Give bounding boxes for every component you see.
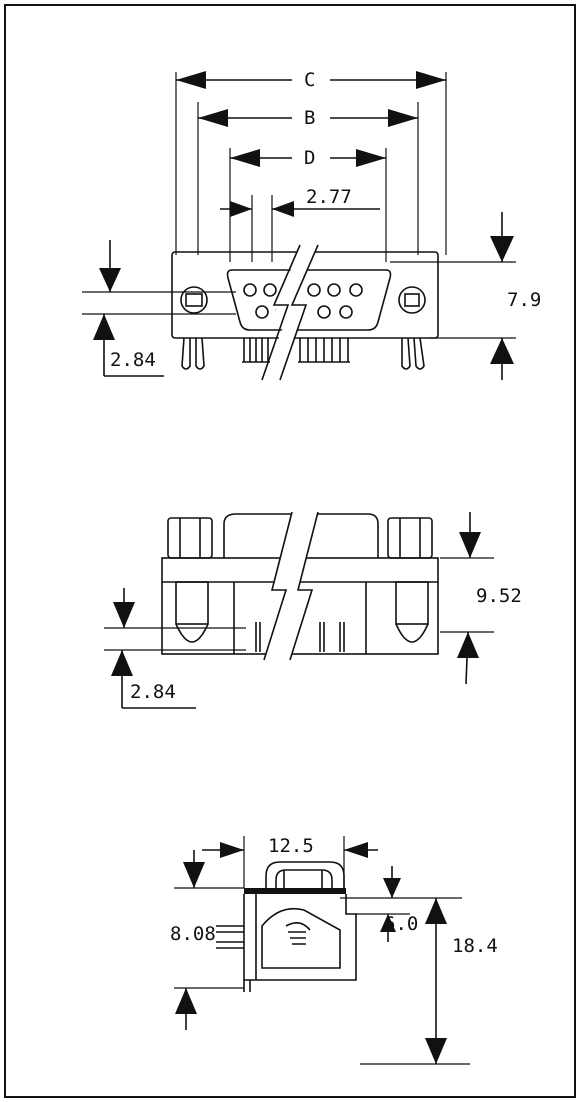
bottom-view: 9.52 2.84: [104, 511, 522, 709]
body-label: 8.08: [170, 923, 216, 945]
height-label-front: 7.9: [507, 289, 541, 311]
dim-c-label: C: [304, 69, 315, 91]
pin-pitch-label: 2.77: [306, 186, 352, 208]
front-view: C B D 2.77: [82, 69, 541, 381]
dim-d-label: D: [304, 147, 315, 169]
offset-label-front: 2.84: [110, 349, 156, 371]
side-view: 12.5 6.0 18.4: [170, 835, 498, 1065]
dim-b-label: B: [304, 107, 315, 129]
offset-label-bottom: 2.84: [130, 681, 176, 703]
overall-label: 18.4: [452, 935, 498, 957]
width-label: 12.5: [268, 835, 314, 857]
top-label: 6.0: [384, 913, 418, 935]
height-label-bottom: 9.52: [476, 585, 522, 607]
